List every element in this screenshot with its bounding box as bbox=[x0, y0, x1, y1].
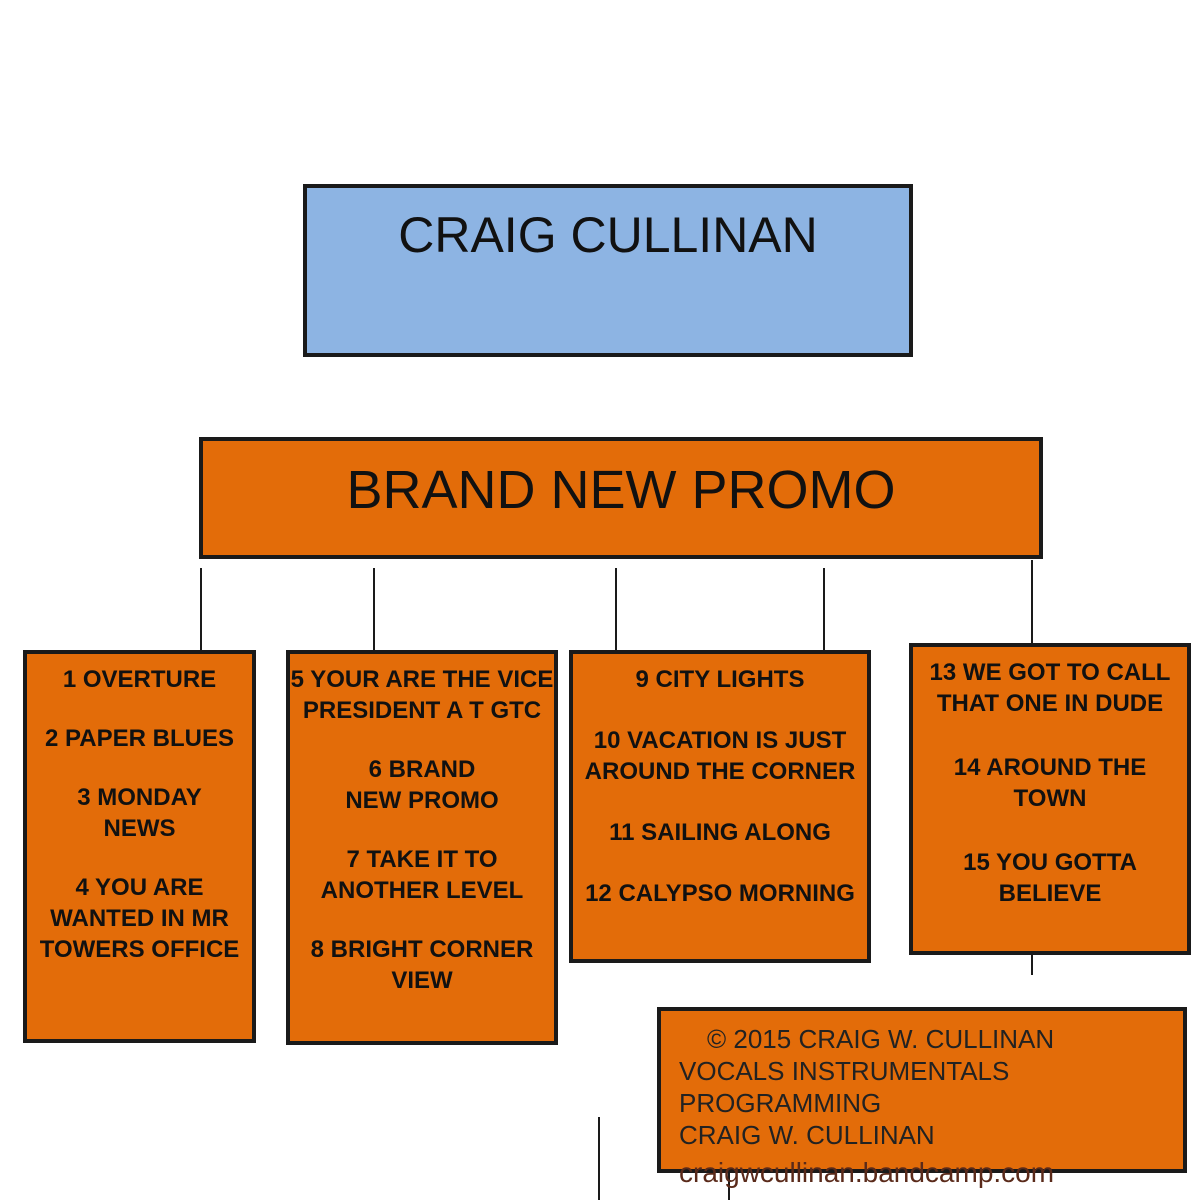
connector-line-2 bbox=[373, 568, 375, 650]
track-list-column-1: 1 OVERTURE 2 PAPER BLUES 3 MONDAY NEWS 4… bbox=[23, 650, 256, 1043]
track-item: 4 YOU ARE WANTED IN MR TOWERS OFFICE bbox=[39, 874, 240, 963]
track-list-column-2: 5 YOUR ARE THE VICE PRESIDENT A T GTC 6 … bbox=[286, 650, 558, 1045]
artist-box: CRAIG CULLINAN bbox=[303, 184, 913, 357]
track-item: 2 PAPER BLUES bbox=[45, 725, 234, 752]
album-title: BRAND NEW PROMO bbox=[346, 460, 896, 520]
credits-roles: VOCALS INSTRUMENTALS PROGRAMMING bbox=[679, 1056, 1010, 1118]
track-item: 1 OVERTURE bbox=[62, 666, 217, 693]
track-item: 14 AROUND THE TOWN bbox=[953, 754, 1147, 812]
track-item: 12 CALYPSO MORNING bbox=[585, 880, 855, 907]
track-list-column-4: 13 WE GOT TO CALL THAT ONE IN DUDE 14 AR… bbox=[909, 643, 1191, 955]
copyright-text: © 2015 CRAIG W. CULLINAN bbox=[707, 1024, 1055, 1054]
album-box: BRAND NEW PROMO bbox=[199, 437, 1043, 559]
connector-line-5 bbox=[1031, 560, 1033, 643]
track-item: 13 WE GOT TO CALL THAT ONE IN DUDE bbox=[929, 659, 1171, 717]
track-list-column-3: 9 CITY LIGHTS 10 VACATION IS JUST AROUND… bbox=[569, 650, 871, 963]
connector-line-1 bbox=[200, 568, 202, 650]
connector-line-3 bbox=[615, 568, 617, 650]
connector-line-8 bbox=[728, 1173, 730, 1200]
track-item: 7 TAKE IT TO ANOTHER LEVEL bbox=[320, 846, 524, 904]
track-item: 8 BRIGHT CORNER VIEW bbox=[310, 936, 534, 994]
credits-performer: CRAIG W. CULLINAN bbox=[679, 1120, 935, 1150]
track-item: 6 BRAND NEW PROMO bbox=[345, 756, 499, 814]
track-item: 9 CITY LIGHTS bbox=[635, 666, 805, 693]
connector-line-6 bbox=[1031, 955, 1033, 975]
track-item: 15 YOU GOTTA BELIEVE bbox=[963, 849, 1137, 907]
credits-box: © 2015 CRAIG W. CULLINAN VOCALS INSTRUME… bbox=[657, 1007, 1187, 1188]
track-item: 10 VACATION IS JUST AROUND THE CORNER bbox=[584, 727, 856, 785]
artist-name: CRAIG CULLINAN bbox=[398, 207, 818, 263]
bandcamp-url[interactable]: craigwcullinan.bandcamp.com bbox=[679, 1157, 1055, 1188]
connector-line-7 bbox=[598, 1117, 600, 1200]
track-item: 5 YOUR ARE THE VICE PRESIDENT A T GTC bbox=[290, 666, 554, 724]
track-item: 3 MONDAY NEWS bbox=[77, 784, 202, 842]
track-item: 11 SAILING ALONG bbox=[609, 819, 831, 846]
